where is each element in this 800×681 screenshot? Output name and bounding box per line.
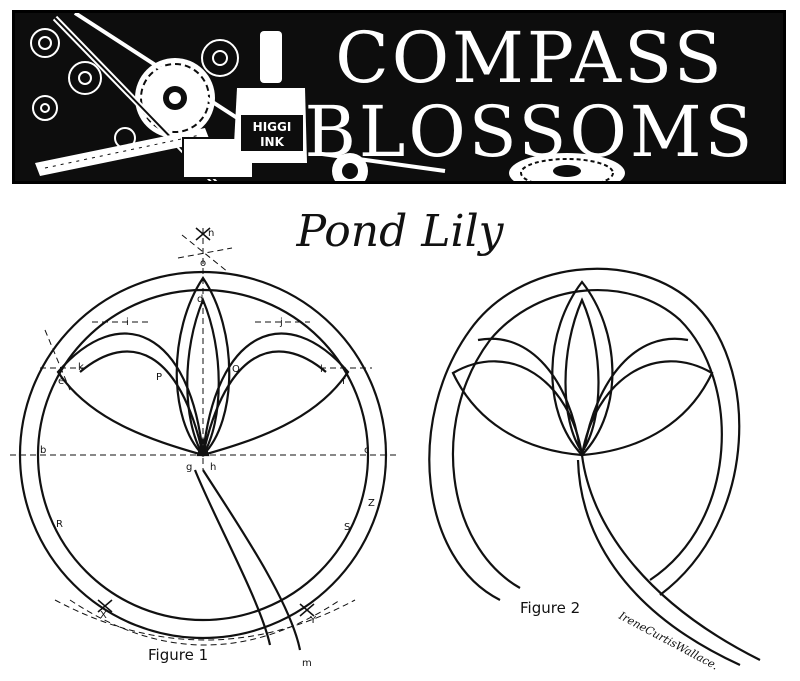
point-label-n: n [208, 228, 214, 239]
figure-2-center-petal [551, 280, 614, 457]
figure-2-center-petal-inner [564, 297, 600, 454]
banner-illustration: HIGGI INK [30, 13, 307, 181]
figure-1-left-petal-inner [79, 350, 205, 456]
banner-title-line1: COMPASS [335, 17, 725, 99]
figure-1-stem-inner [193, 469, 272, 646]
point-label-m: m [302, 658, 312, 669]
subtitle: Pond Lily [296, 206, 504, 257]
pen-icon [314, 151, 446, 173]
point-label-i: i [126, 317, 129, 328]
figure-2-inner-ring [452, 288, 723, 589]
point-label-x: X [100, 610, 107, 621]
point-label-a: a [199, 444, 205, 455]
point-label-d: d [197, 294, 203, 305]
point-label-l: l [320, 364, 323, 375]
figure-1-left-petal [56, 332, 205, 457]
point-label-z: Z [368, 498, 375, 509]
figure-1-right-petal-inner [201, 350, 327, 456]
figure-2 [428, 267, 761, 666]
figure-2-left-petal [451, 360, 584, 457]
figure-1-cross-marks [97, 227, 315, 617]
figure-2-stem-inner [576, 459, 741, 666]
figure-2-caption: Figure 2 [520, 599, 580, 617]
point-label-h: h [210, 462, 216, 473]
point-label-g: g [186, 462, 192, 473]
point-label-r: R [56, 519, 63, 530]
figure-2-left-petal-back [477, 337, 582, 451]
point-label-f: f [342, 376, 346, 387]
ink-label-bottom: INK [260, 135, 285, 149]
sunflower-icon [509, 153, 625, 181]
point-label-q: Q [232, 364, 240, 375]
ink-label-top: HIGGI [253, 120, 292, 134]
banner-title-line2: BLOSSOMS [304, 91, 756, 173]
figure-1-point-labels: n o d i j e k P Q l f b a c g h R S Z X … [40, 228, 375, 669]
point-label-b: b [40, 445, 46, 456]
ruler-icon [35, 128, 210, 176]
point-label-y: Y [309, 615, 317, 626]
figure-1-right-petal [201, 332, 350, 457]
point-label-k: k [78, 362, 84, 373]
artist-signature: IreneCurtisWallace. [616, 609, 721, 673]
banner-title: COMPASS BLOSSOMS [295, 23, 765, 167]
point-label-p: P [156, 372, 162, 383]
point-label-j: j [279, 317, 283, 328]
figure-1-center-triangle [196, 436, 210, 457]
figure-1 [10, 228, 400, 651]
figure-2-stem-outer [580, 454, 761, 661]
figure-1-inner-circle [36, 288, 370, 622]
banner-bottom-decor [314, 151, 625, 181]
point-label-s: S [344, 522, 350, 533]
figure-1-stem-outer [202, 469, 302, 651]
figure-2-right-petal-back [582, 337, 689, 451]
ink-bottle-icon: HIGGI INK [233, 31, 307, 163]
figure-2-outer-ring [428, 267, 741, 601]
figure-2-right-petal [580, 360, 714, 457]
header-banner: HIGGI INK COMPASS BLOSSOMS [12, 10, 786, 184]
figure-1-caption: Figure 1 [148, 646, 208, 664]
point-label-o: o [200, 258, 206, 269]
point-label-e: e [58, 376, 64, 387]
figure-1-outer-circle [18, 270, 388, 640]
point-label-c: c [364, 445, 370, 456]
